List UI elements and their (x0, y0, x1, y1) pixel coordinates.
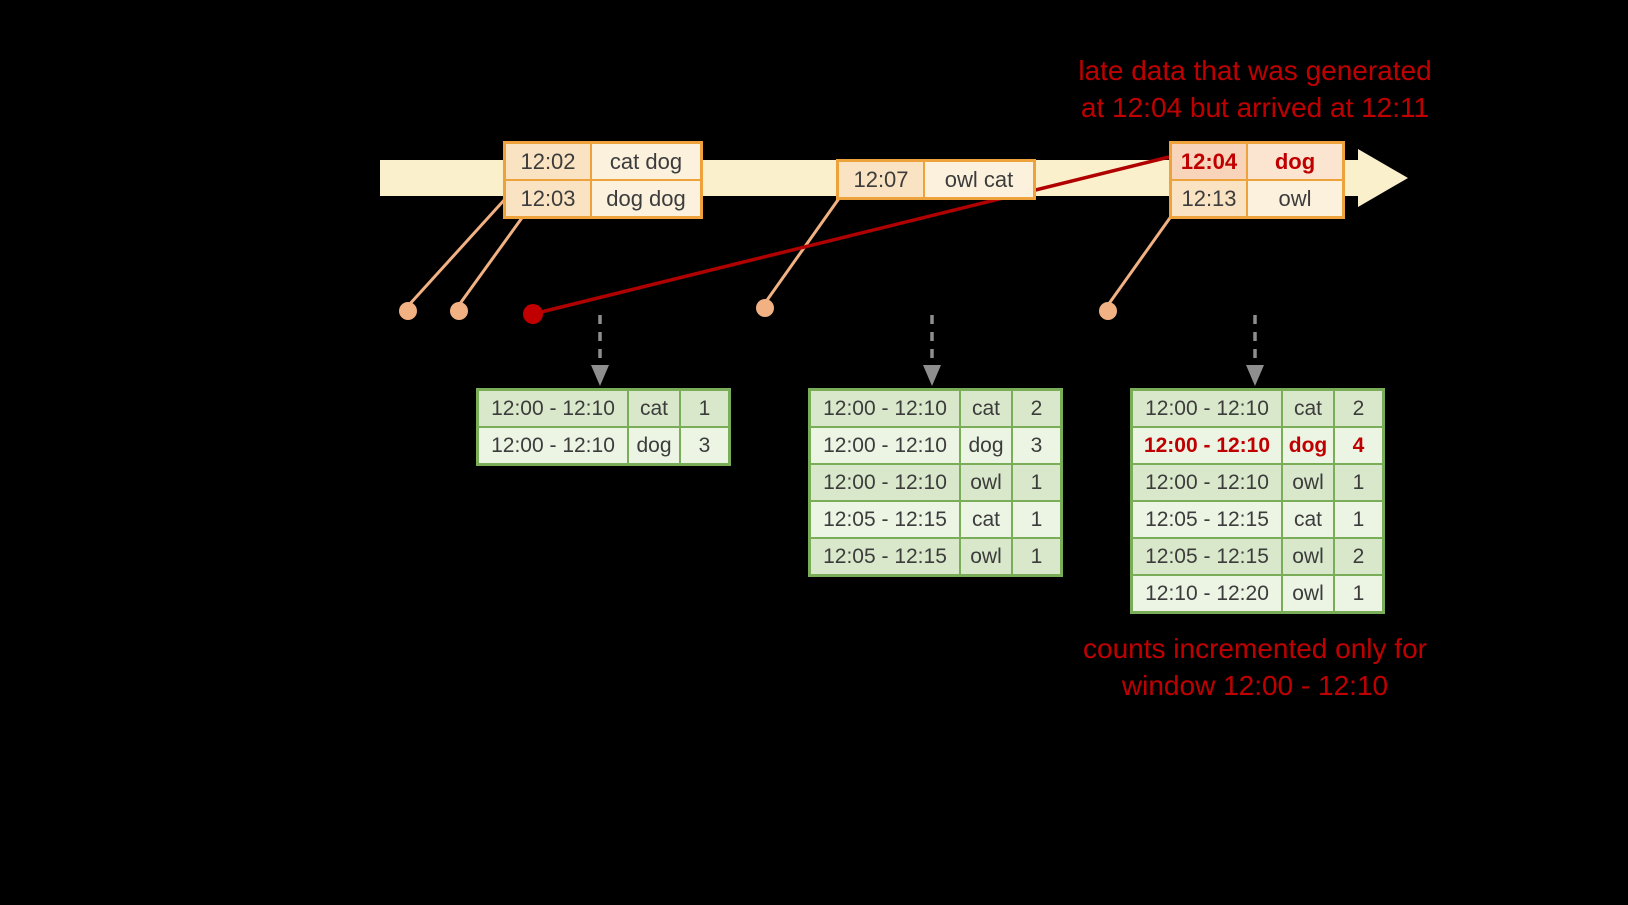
event-words-cell: dog (1246, 141, 1345, 181)
late-updated-result-row: 12:00 - 12:10 dog 4 (1130, 426, 1385, 465)
event-time-cell: 12:04 (1169, 141, 1248, 181)
result-row: 12:00 - 12:10 owl 1 (808, 463, 1063, 502)
word-cell: cat (959, 500, 1013, 539)
word-cell: cat (627, 388, 681, 428)
count-cell: 2 (1011, 388, 1063, 428)
connector-line-1202 (406, 196, 508, 308)
count-cell: 1 (1333, 574, 1385, 614)
trigger-arrowhead-icon-2 (923, 365, 941, 386)
count-cell: 1 (1011, 537, 1063, 577)
result-row: 12:10 - 12:20 owl 1 (1130, 574, 1385, 614)
result-row: 12:05 - 12:15 owl 2 (1130, 537, 1385, 576)
late-event-row: 12:04 dog (1169, 141, 1345, 181)
count-cell: 4 (1333, 426, 1385, 465)
result-row: 12:00 - 12:10 cat 1 (476, 388, 731, 428)
count-cell: 3 (679, 426, 731, 466)
count-cell: 2 (1333, 388, 1385, 428)
late-data-dot-1204 (523, 304, 543, 324)
count-cell: 1 (1011, 463, 1063, 502)
event-time-cell: 12:13 (1169, 179, 1248, 219)
event-dot-1202 (399, 302, 417, 320)
counts-annotation-line1: counts incremented only for (1083, 633, 1427, 664)
count-cell: 1 (1333, 500, 1385, 539)
event-dot-1207 (756, 299, 774, 317)
event-words-cell: cat dog (590, 141, 703, 181)
event-dot-1213 (1099, 302, 1117, 320)
word-cell: cat (1281, 388, 1335, 428)
count-cell: 1 (1333, 463, 1385, 502)
event-table-1: 12:02 cat dog 12:03 dog dog (503, 141, 703, 219)
late-data-connector-line (532, 155, 1170, 316)
count-cell: 1 (679, 388, 731, 428)
result-row: 12:00 - 12:10 dog 3 (476, 426, 731, 466)
late-data-annotation-line2: at 12:04 but arrived at 12:11 (1080, 92, 1430, 123)
result-row: 12:05 - 12:15 owl 1 (808, 537, 1063, 577)
word-cell: owl (959, 537, 1013, 577)
window-cell: 12:00 - 12:10 (1130, 463, 1283, 502)
counts-annotation-line2: window 12:00 - 12:10 (1121, 670, 1389, 701)
connector-line-1213 (1106, 214, 1174, 306)
event-dot-1203 (450, 302, 468, 320)
window-cell: 12:00 - 12:10 (808, 388, 961, 428)
window-cell: 12:05 - 12:15 (1130, 500, 1283, 539)
window-cell: 12:10 - 12:20 (1130, 574, 1283, 614)
late-data-annotation-line1: late data that was generated (1078, 55, 1432, 86)
event-words-cell: owl (1246, 179, 1345, 219)
event-words-cell: dog dog (590, 179, 703, 219)
connector-line-1207 (763, 196, 842, 304)
word-cell: owl (1281, 574, 1335, 614)
window-cell: 12:00 - 12:10 (1130, 426, 1283, 465)
word-cell: dog (1281, 426, 1335, 465)
trigger-arrowhead-icon-1 (591, 365, 609, 386)
trigger-arrowhead-icon-3 (1246, 365, 1264, 386)
window-cell: 12:05 - 12:15 (808, 537, 961, 577)
word-cell: dog (959, 426, 1013, 465)
result-row: 12:05 - 12:15 cat 1 (1130, 500, 1385, 539)
result-table-3: 12:00 - 12:10 cat 2 12:00 - 12:10 dog 4 … (1130, 388, 1385, 614)
word-cell: cat (1281, 500, 1335, 539)
window-cell: 12:05 - 12:15 (808, 500, 961, 539)
result-table-1: 12:00 - 12:10 cat 1 12:00 - 12:10 dog 3 (476, 388, 731, 466)
event-time-cell: 12:02 (503, 141, 592, 181)
event-row: 12:02 cat dog (503, 141, 703, 181)
event-table-2: 12:07 owl cat (836, 159, 1036, 200)
word-cell: owl (1281, 463, 1335, 502)
word-cell: owl (959, 463, 1013, 502)
late-data-annotation: late data that was generated at 12:04 bu… (1035, 52, 1475, 126)
word-cell: owl (1281, 537, 1335, 576)
result-row: 12:00 - 12:10 cat 2 (808, 388, 1063, 428)
window-cell: 12:00 - 12:10 (1130, 388, 1283, 428)
result-row: 12:05 - 12:15 cat 1 (808, 500, 1063, 539)
result-row: 12:00 - 12:10 cat 2 (1130, 388, 1385, 428)
result-row: 12:00 - 12:10 owl 1 (1130, 463, 1385, 502)
window-cell: 12:05 - 12:15 (1130, 537, 1283, 576)
window-cell: 12:00 - 12:10 (808, 426, 961, 465)
connector-line-1203 (457, 214, 526, 306)
result-row: 12:00 - 12:10 dog 3 (808, 426, 1063, 465)
count-cell: 2 (1333, 537, 1385, 576)
window-cell: 12:00 - 12:10 (476, 388, 629, 428)
event-words-cell: owl cat (923, 159, 1036, 200)
event-time-cell: 12:03 (503, 179, 592, 219)
word-cell: dog (627, 426, 681, 466)
count-cell: 3 (1011, 426, 1063, 465)
event-time-axis-arrowhead-icon (1358, 149, 1408, 207)
counts-incremented-annotation: counts incremented only for window 12:00… (1035, 630, 1475, 704)
event-row: 12:13 owl (1169, 179, 1345, 219)
event-time-cell: 12:07 (836, 159, 925, 200)
event-row: 12:07 owl cat (836, 159, 1036, 200)
window-cell: 12:00 - 12:10 (476, 426, 629, 466)
count-cell: 1 (1011, 500, 1063, 539)
result-table-2: 12:00 - 12:10 cat 2 12:00 - 12:10 dog 3 … (808, 388, 1063, 577)
event-table-3: 12:04 dog 12:13 owl (1169, 141, 1345, 219)
window-cell: 12:00 - 12:10 (808, 463, 961, 502)
event-row: 12:03 dog dog (503, 179, 703, 219)
word-cell: cat (959, 388, 1013, 428)
